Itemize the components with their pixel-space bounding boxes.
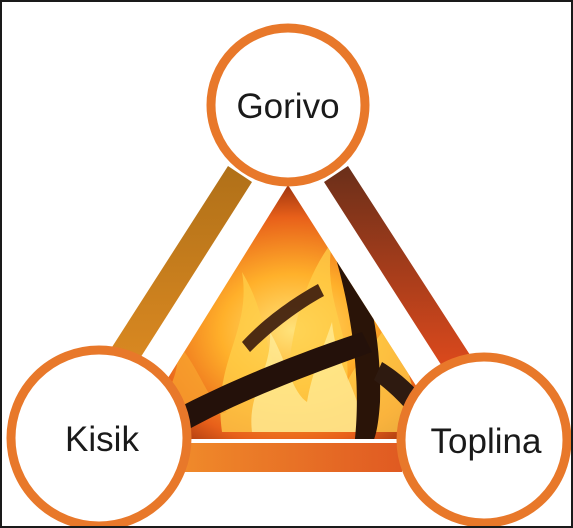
- edge-fuel-heat: [324, 166, 472, 374]
- node-oxygen: Kisik: [6, 345, 192, 526]
- edge-oxygen-heat: [182, 443, 402, 472]
- node-oxygen-label: Kisik: [65, 420, 139, 459]
- node-fuel-label: Gorivo: [236, 87, 339, 126]
- node-heat: Toplina: [396, 352, 571, 526]
- node-heat-label: Toplina: [431, 422, 542, 461]
- edge-fuel-oxygen: [105, 166, 252, 374]
- node-fuel: Gorivo: [206, 23, 370, 187]
